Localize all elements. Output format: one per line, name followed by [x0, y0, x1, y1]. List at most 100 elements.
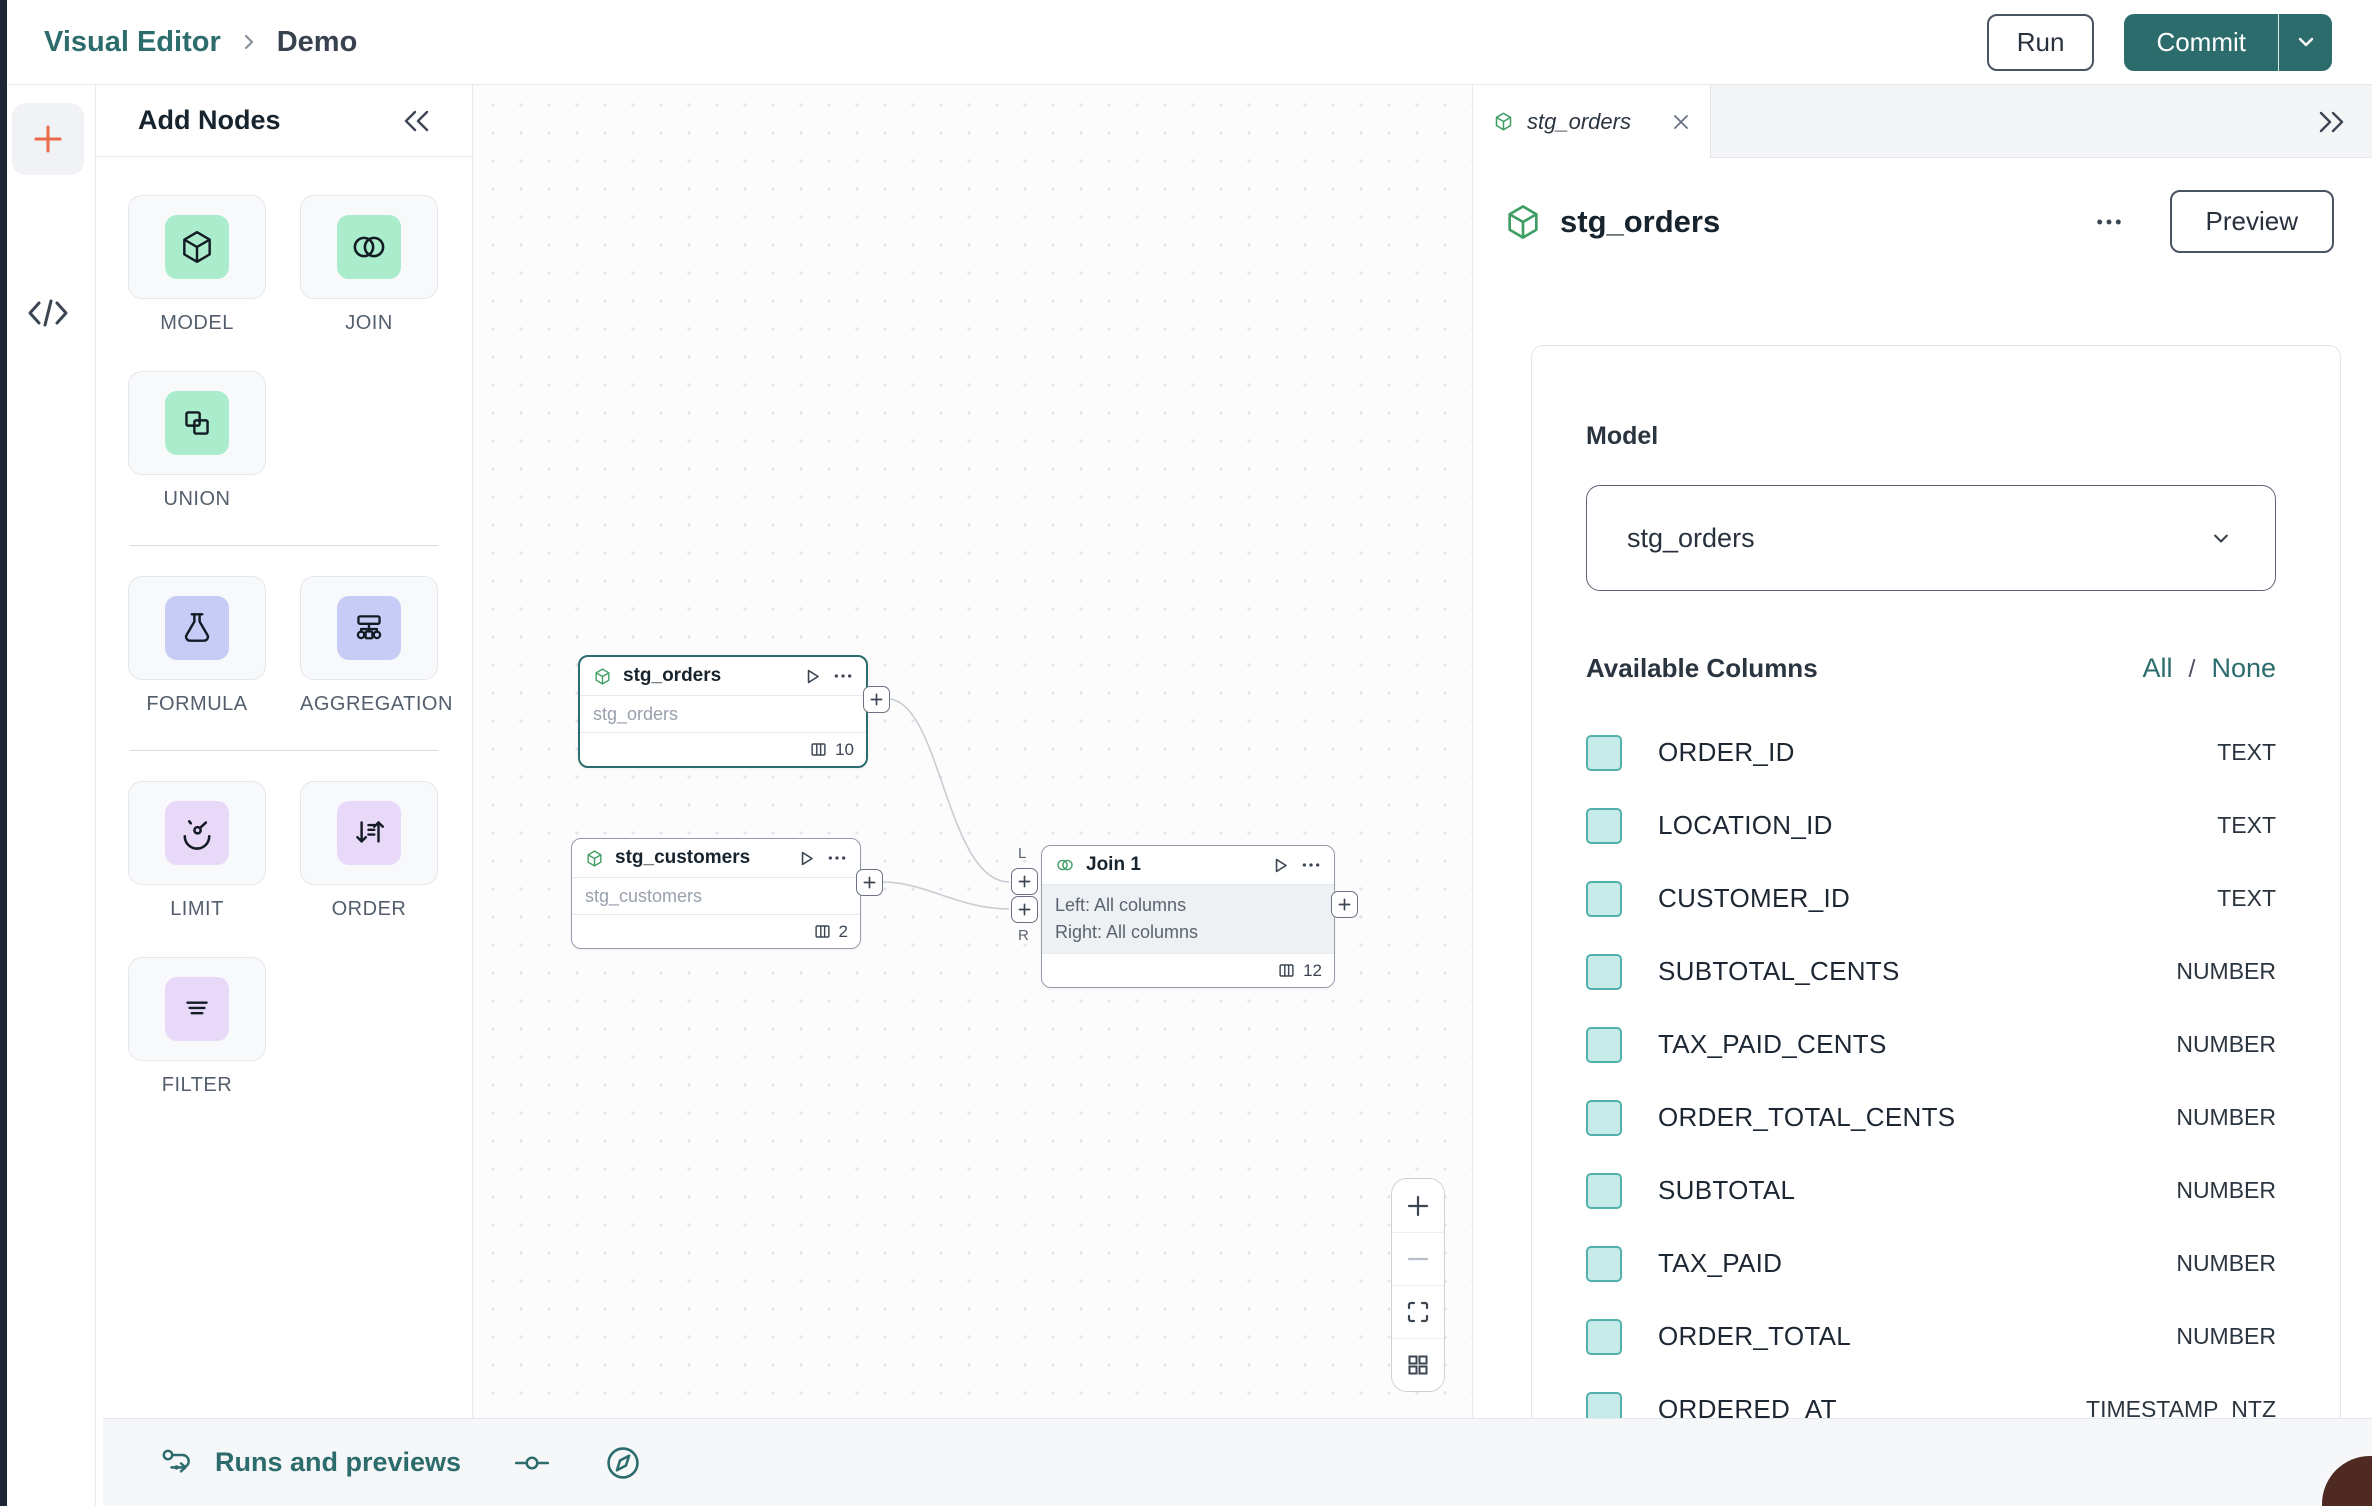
- node-model-name: stg_customers: [572, 878, 860, 915]
- node-output-handle-stg-customers[interactable]: [856, 869, 883, 896]
- zoom-out-button[interactable]: [1392, 1232, 1444, 1285]
- canvas-node-stg-orders[interactable]: stg_orders stg_orders 10: [578, 655, 868, 768]
- join-output-handle[interactable]: [1331, 891, 1358, 918]
- bottom-bar: Runs and previews: [103, 1418, 2372, 1506]
- more-options-icon[interactable]: [827, 848, 847, 868]
- select-all-link[interactable]: All: [2142, 653, 2173, 683]
- play-icon[interactable]: [1271, 856, 1290, 875]
- tile-formula[interactable]: FORMULA: [128, 576, 266, 716]
- tile-label: AGGREGATION: [300, 693, 453, 715]
- column-name: SUBTOTAL: [1658, 1175, 1796, 1205]
- column-row: CUSTOMER_ID TEXT: [1586, 862, 2276, 935]
- column-type: TEXT: [2217, 812, 2276, 838]
- tile-label: MODEL: [160, 312, 234, 334]
- gauge-icon: [165, 801, 229, 865]
- join-left-handle-label: L: [1018, 845, 1027, 862]
- node-column-count: 2: [838, 921, 848, 941]
- join-right-handle-label: R: [1018, 927, 1029, 944]
- cube-icon: [1493, 111, 1514, 132]
- columns-icon: [1278, 962, 1295, 979]
- node-output-handle-stg-orders[interactable]: [863, 686, 890, 713]
- add-node-rail-button[interactable]: [11, 103, 84, 175]
- zoom-in-button[interactable]: [1392, 1179, 1444, 1232]
- canvas-zoom-controls: [1391, 1178, 1445, 1392]
- join-left-config: Left: All columns: [1055, 895, 1187, 915]
- more-options-icon[interactable]: [2095, 208, 2123, 236]
- filter-lines-icon: [165, 977, 229, 1041]
- cube-icon: [165, 215, 229, 279]
- breadcrumb: Visual Editor Demo: [44, 26, 357, 59]
- fit-view-button[interactable]: [1392, 1285, 1444, 1338]
- canvas-node-stg-customers[interactable]: stg_customers stg_customers 2: [571, 838, 861, 949]
- add-nodes-header: Add Nodes: [96, 85, 472, 157]
- select-none-link[interactable]: None: [2211, 653, 2276, 683]
- node-footer: 12: [1042, 954, 1334, 987]
- tile-join[interactable]: JOIN: [300, 195, 438, 335]
- column-checkbox[interactable]: [1586, 1245, 1622, 1282]
- expand-panel-button[interactable]: [2316, 109, 2346, 135]
- column-type: NUMBER: [2176, 1104, 2276, 1130]
- breadcrumb-visual-editor[interactable]: Visual Editor: [44, 25, 221, 58]
- collapse-panel-button[interactable]: [402, 108, 432, 134]
- model-select[interactable]: stg_orders: [1586, 485, 2276, 591]
- canvas-node-join-1[interactable]: Join 1 Left: All columns Right: All colu…: [1041, 845, 1335, 988]
- columns-icon: [810, 741, 827, 758]
- play-icon[interactable]: [803, 667, 822, 686]
- top-bar: Visual Editor Demo Run Commit: [0, 0, 2372, 85]
- tile-model[interactable]: MODEL: [128, 195, 266, 335]
- git-commit-icon[interactable]: [513, 1444, 551, 1482]
- tile-group-sources: MODEL JOIN UNION: [128, 195, 440, 511]
- window-edge-strip: [0, 0, 7, 1506]
- code-view-button[interactable]: [25, 293, 71, 333]
- cube-icon: [585, 849, 604, 868]
- grid-layout-button[interactable]: [1392, 1338, 1444, 1391]
- tile-filter[interactable]: FILTER: [128, 957, 266, 1097]
- tile-aggregation[interactable]: AGGREGATION: [300, 576, 453, 716]
- column-checkbox[interactable]: [1586, 1026, 1622, 1063]
- column-checkbox[interactable]: [1586, 1172, 1622, 1209]
- runs-and-previews-button[interactable]: Runs and previews: [159, 1445, 461, 1481]
- column-checkbox[interactable]: [1586, 734, 1622, 771]
- tile-label: ORDER: [331, 898, 407, 920]
- column-row: TAX_PAID NUMBER: [1586, 1227, 2276, 1300]
- tab-stg-orders[interactable]: stg_orders: [1473, 85, 1711, 158]
- column-row: TAX_PAID_CENTS NUMBER: [1586, 1008, 2276, 1081]
- column-checkbox[interactable]: [1586, 880, 1622, 917]
- model-field-label: Model: [1586, 422, 1659, 450]
- tile-order[interactable]: ORDER: [300, 781, 438, 921]
- column-name: LOCATION_ID: [1658, 810, 1833, 840]
- tile-group-shape: LIMIT ORDER FILTER: [128, 781, 440, 1097]
- run-button[interactable]: Run: [1986, 13, 2095, 71]
- compass-icon[interactable]: [603, 1443, 643, 1483]
- preview-button[interactable]: Preview: [2169, 190, 2334, 253]
- tile-group-transforms: FORMULA AGGREGATION: [128, 576, 453, 716]
- more-options-icon[interactable]: [1301, 855, 1321, 875]
- node-footer: 2: [572, 915, 860, 948]
- flow-canvas[interactable]: stg_orders stg_orders 10: [473, 85, 1472, 1506]
- commit-dropdown-button[interactable]: [2278, 13, 2332, 71]
- column-checkbox[interactable]: [1586, 953, 1622, 990]
- column-row: SUBTOTAL NUMBER: [1586, 1154, 2276, 1227]
- node-title: stg_orders: [623, 665, 722, 686]
- column-checkbox[interactable]: [1586, 1318, 1622, 1355]
- join-left-input-handle[interactable]: [1011, 868, 1038, 895]
- column-checkbox[interactable]: [1586, 807, 1622, 844]
- tile-union[interactable]: UNION: [128, 371, 266, 511]
- column-type: NUMBER: [2176, 1177, 2276, 1203]
- join-right-input-handle[interactable]: [1011, 896, 1038, 923]
- code-icon: [25, 293, 71, 333]
- tile-limit[interactable]: LIMIT: [128, 781, 266, 921]
- breadcrumb-current: Demo: [276, 25, 358, 58]
- tile-label: FORMULA: [146, 693, 248, 715]
- node-title: Join 1: [1086, 854, 1141, 875]
- column-row: LOCATION_ID TEXT: [1586, 789, 2276, 862]
- workflow-runs-icon: [159, 1445, 195, 1481]
- more-options-icon[interactable]: [833, 666, 853, 686]
- add-nodes-body: MODEL JOIN UNION: [96, 157, 472, 1097]
- close-icon[interactable]: [1672, 113, 1690, 131]
- link-separator: /: [2188, 655, 2196, 683]
- commit-button[interactable]: Commit: [2124, 13, 2278, 71]
- column-checkbox[interactable]: [1586, 1099, 1622, 1136]
- play-icon[interactable]: [797, 849, 816, 868]
- column-type: NUMBER: [2176, 1031, 2276, 1057]
